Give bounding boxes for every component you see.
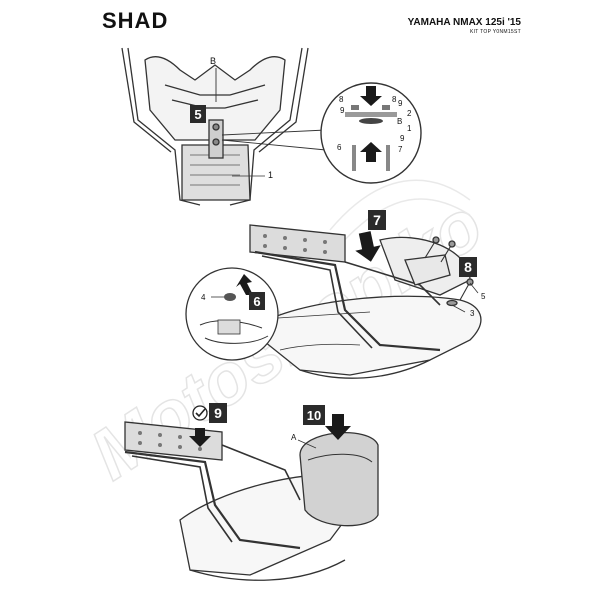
- svg-text:8: 8: [464, 259, 472, 275]
- step-9-badge: 9: [209, 403, 227, 423]
- kit-code: KIT TOP Y0NM15ST: [469, 29, 521, 35]
- label-B-detail: B: [397, 117, 402, 126]
- label-part-7: 7: [398, 145, 403, 154]
- model-title: YAMAHA NMAX 125i '15: [407, 17, 521, 28]
- hardware-detail-circle: [320, 82, 422, 184]
- check-icon: [192, 405, 208, 421]
- label-part-8-left: 8: [339, 95, 344, 104]
- label-part-8-right: 8: [392, 95, 397, 104]
- label-part-9-right: 9: [398, 99, 403, 108]
- down-arrow-icon: [189, 428, 211, 447]
- down-arrow-icon: [355, 231, 381, 262]
- svg-text:10: 10: [307, 408, 321, 423]
- case-mount-diagram: [124, 421, 379, 581]
- svg-text:6: 6: [253, 294, 260, 309]
- label-part-3: 3: [470, 309, 475, 318]
- down-arrow-icon: [236, 274, 253, 295]
- label-part-9-left: 9: [340, 106, 345, 115]
- label-part-2: 2: [407, 109, 412, 118]
- watermark-swoosh: [329, 179, 471, 246]
- down-arrow-icon: [360, 86, 382, 106]
- label-part-1-detail: 1: [407, 124, 412, 133]
- svg-text:7: 7: [373, 212, 381, 228]
- label-point-A: A: [291, 433, 297, 442]
- label-part-4: 4: [201, 293, 206, 302]
- step-7-badge: 7: [355, 210, 386, 262]
- label-part-6: 6: [337, 143, 342, 152]
- step-8-badge: 8: [459, 257, 477, 277]
- label-B-top: B: [210, 56, 216, 66]
- label-part-5: 5: [481, 292, 486, 301]
- svg-text:5: 5: [194, 107, 201, 122]
- brand-logo: SHAD: [102, 8, 169, 33]
- step-5-badge: 5: [190, 105, 206, 123]
- down-arrow-icon: [325, 414, 351, 440]
- label-part-1-top: 1: [268, 170, 273, 180]
- step-10-badge: 10: [303, 405, 325, 425]
- svg-text:9: 9: [214, 405, 222, 421]
- up-arrow-icon: [360, 142, 382, 162]
- step-6-badge: 6: [249, 292, 265, 310]
- step-6-detail-circle: [185, 267, 371, 361]
- label-part-9-lower: 9: [400, 134, 405, 143]
- frame-diagram-top: [121, 47, 327, 206]
